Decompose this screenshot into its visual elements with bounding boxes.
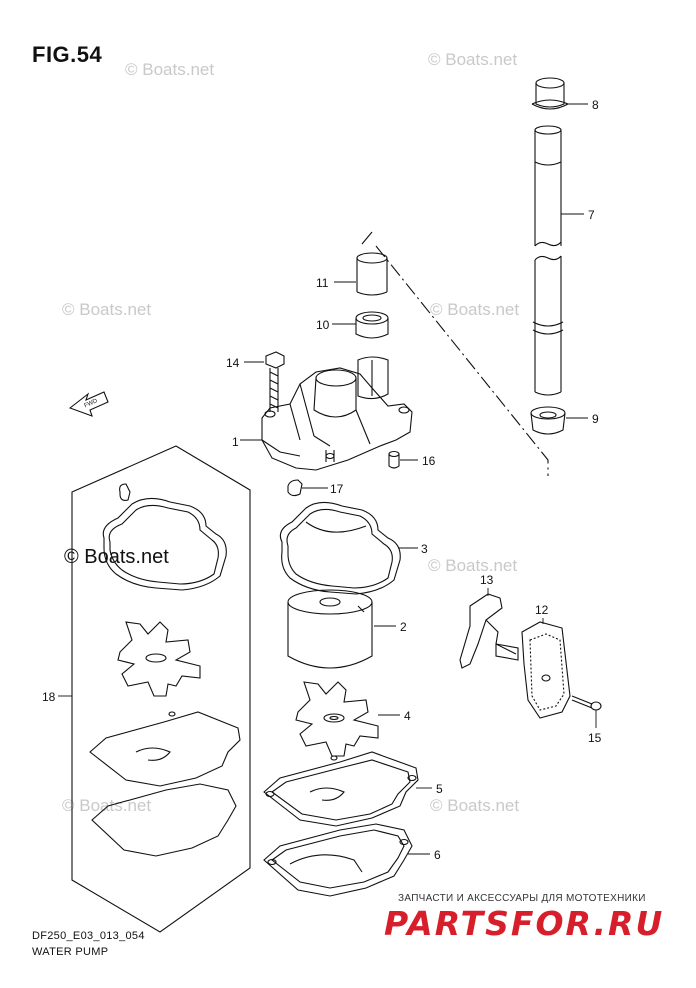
watermark: © Boats.net	[125, 60, 215, 79]
part-13-lever	[459, 593, 519, 669]
fwd-label: FWD	[84, 398, 100, 409]
part-3-seal-ring	[279, 501, 401, 595]
assembly-line	[361, 231, 373, 245]
part-14-bolt	[265, 351, 285, 412]
callout-17: 17	[330, 482, 344, 496]
part-11-sleeve	[356, 252, 388, 296]
part-5-plate	[263, 751, 419, 827]
leader-lines	[58, 103, 597, 855]
watermark-dark: © Boats.net	[64, 546, 169, 568]
callout-9: 9	[592, 412, 599, 426]
callout-6: 6	[434, 848, 441, 862]
part-numbers: 1 2 3 4 5 6 7 8 9 10 11 12 13 14 15 16 1…	[42, 98, 602, 862]
callout-15: 15	[588, 731, 602, 745]
part-7-water-tube	[532, 125, 564, 396]
part-16-dowel-pin	[388, 450, 400, 469]
watermark: © Boats.net	[428, 50, 518, 69]
part-8-grommet	[531, 77, 569, 110]
part-15-screw	[571, 695, 602, 711]
brand-subtitle: ЗАПЧАСТИ И АКСЕССУАРЫ ДЛЯ МОТОТЕХНИКИ	[398, 893, 646, 904]
callout-3: 3	[421, 542, 428, 556]
watermark: © Boats.net	[428, 556, 518, 575]
watermark: © Boats.net	[430, 796, 520, 815]
callout-2: 2	[400, 620, 407, 634]
callout-18: 18	[42, 690, 56, 704]
part-17-key	[287, 479, 303, 497]
fwd-arrow-icon	[68, 391, 109, 417]
callout-7: 7	[588, 208, 595, 222]
part-1-pump-case	[261, 356, 413, 471]
callout-10: 10	[316, 318, 330, 332]
callout-13: 13	[480, 573, 494, 587]
callout-5: 5	[436, 782, 443, 796]
part-9-grommet	[530, 406, 566, 435]
watermark: © Boats.net	[62, 300, 152, 319]
figure-caption: WATER PUMP	[32, 946, 109, 958]
callout-11: 11	[316, 276, 329, 290]
part-10-grommet	[355, 311, 389, 339]
model-code: DF250_E03_013_054	[32, 930, 145, 942]
part-2-liner	[287, 589, 373, 669]
assembly-line	[375, 245, 549, 476]
callout-14: 14	[226, 356, 240, 370]
part-12-cover	[521, 621, 571, 719]
part-4-impeller	[295, 681, 379, 757]
callout-8: 8	[592, 98, 599, 112]
part-18-kit-outline	[71, 445, 251, 933]
figure-title: FIG.54	[32, 42, 103, 67]
callout-12: 12	[535, 603, 549, 617]
callout-4: 4	[404, 709, 411, 723]
callout-1: 1	[232, 435, 239, 449]
callout-16: 16	[422, 454, 436, 468]
part-6-gasket	[263, 823, 413, 897]
watermark: © Boats.net	[430, 300, 520, 319]
brand-logo: PARTSFOR.RU	[384, 904, 665, 943]
